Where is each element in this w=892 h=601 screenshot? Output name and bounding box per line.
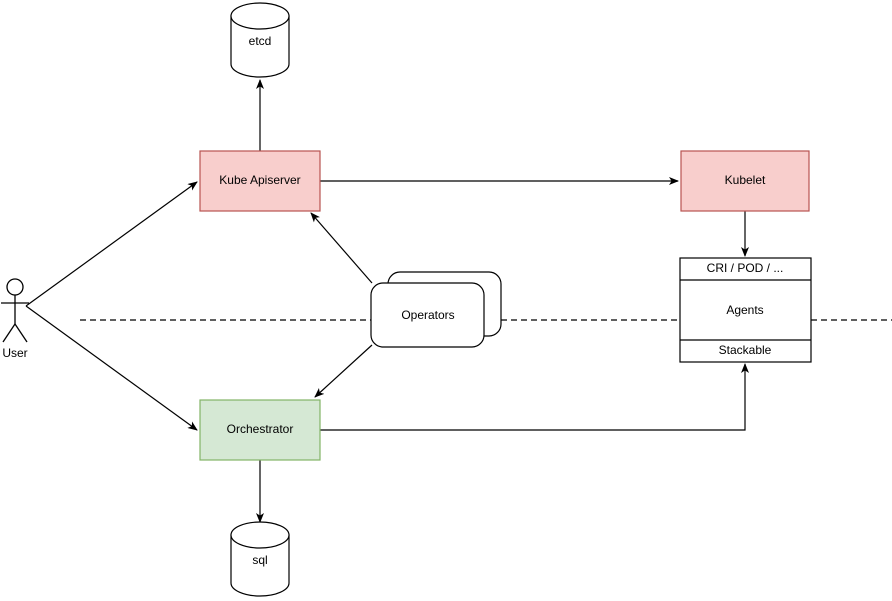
agents-footer-label: Stackable — [719, 343, 772, 357]
etcd-cylinder-body — [230, 15, 290, 78]
node-kubelet-label: Kubelet — [725, 173, 766, 187]
edge-user-to-kube-apiserver — [25, 181, 198, 307]
node-kube-apiserver-label: Kube Apiserver — [219, 173, 300, 187]
operators-box-front — [370, 282, 485, 348]
kube-apiserver-box — [199, 150, 321, 212]
sql-cylinder-body — [230, 534, 290, 597]
node-etcd-label: etcd — [249, 34, 272, 48]
node-kubelet[interactable]: Kubelet — [680, 150, 810, 212]
node-operators[interactable]: Operators — [370, 271, 502, 348]
node-orchestrator[interactable]: Orchestrator — [199, 399, 321, 461]
node-sql-label: sql — [252, 553, 267, 567]
agents-header-label: CRI / POD / ... — [707, 261, 784, 275]
edge-orchestrator-to-stackable — [320, 363, 749, 431]
actor-user-label: User — [2, 346, 27, 360]
node-operators-label: Operators — [401, 308, 454, 322]
node-sql[interactable]: sql — [230, 521, 290, 597]
node-agents[interactable]: CRI / POD / ... Agents Stackable — [679, 257, 812, 363]
sql-cylinder-top — [230, 521, 290, 549]
orchestrator-box — [199, 399, 321, 461]
agents-body-label: Agents — [726, 303, 763, 317]
node-orchestrator-label: Orchestrator — [227, 422, 294, 436]
edge-operators-to-kube-apiserver — [310, 212, 373, 284]
user-leg-right-icon — [14, 323, 28, 343]
etcd-cylinder-top — [230, 2, 290, 30]
kubelet-box — [680, 150, 810, 212]
agents-box — [679, 257, 812, 363]
edge-user-to-orchestrator — [25, 305, 198, 431]
actor-user[interactable]: User — [1, 278, 29, 360]
edge-operators-to-orchestrator — [314, 344, 373, 398]
user-head-icon — [6, 278, 24, 296]
edge-layer — [25, 79, 749, 523]
user-leg-left-icon — [2, 323, 16, 343]
node-kube-apiserver[interactable]: Kube Apiserver — [199, 150, 321, 212]
node-etcd[interactable]: etcd — [230, 2, 290, 78]
